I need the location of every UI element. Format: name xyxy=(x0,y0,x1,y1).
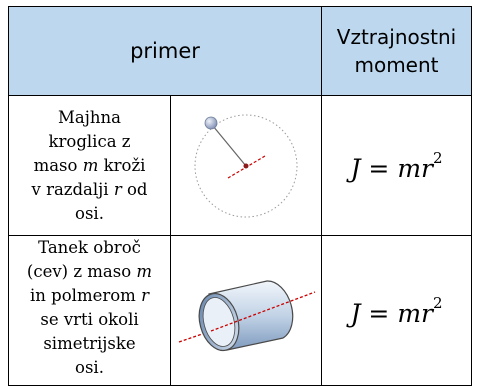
formula-radius: r xyxy=(421,298,433,328)
formula-equals: = xyxy=(360,153,398,183)
header-example-label: primer xyxy=(130,39,200,63)
description-line: in polmerom r xyxy=(9,284,170,308)
moment-of-inertia-table: primer Vztrajnostni moment Majhna krogli… xyxy=(8,6,472,386)
text-part: in polmerom xyxy=(30,286,142,305)
formula-mass: m xyxy=(397,153,422,183)
hoop-tube-icon xyxy=(178,280,316,352)
description-line: (cev) z maso m xyxy=(9,260,170,284)
header-example: primer xyxy=(8,6,322,96)
ball xyxy=(204,116,218,130)
illustration-cell xyxy=(170,235,322,386)
table-row: Majhna kroglica z maso m kroži v razdalj… xyxy=(8,95,472,236)
description-line: se vrti okoli xyxy=(40,310,139,329)
description-line: osi. xyxy=(75,358,104,377)
orbit-circle xyxy=(194,114,298,218)
text-part: kroži xyxy=(98,155,146,175)
formula-radius: r xyxy=(421,153,433,183)
formula-equals: = xyxy=(360,298,398,328)
formula-lhs: J xyxy=(350,298,361,328)
text-part: (cev) z maso xyxy=(26,262,137,281)
header-moment-line2: moment xyxy=(354,53,439,77)
table-row: Tanek obroč (cev) z maso m in polmerom r… xyxy=(8,235,472,386)
text-part: v razdalji xyxy=(31,179,114,199)
header-moment-line1: Vztrajnostni xyxy=(336,25,457,49)
formula-exponent: 2 xyxy=(433,293,443,312)
ball-orbit-icon xyxy=(194,114,298,218)
description-line: v razdalji r od xyxy=(9,178,170,202)
formula-lhs: J xyxy=(350,153,361,183)
formula-mass: m xyxy=(397,298,422,328)
illustration-cell xyxy=(170,95,322,236)
formula-exponent: 2 xyxy=(433,148,443,167)
description-line: kroglica z xyxy=(48,131,131,151)
symbol-m: m xyxy=(136,262,153,281)
center-point xyxy=(243,163,249,169)
formula-cell: J = mr2 xyxy=(321,235,472,386)
rotation-axis xyxy=(210,291,316,332)
text-part: maso xyxy=(33,155,83,175)
tube-inner-wall xyxy=(202,297,236,347)
description-cell: Majhna kroglica z maso m kroži v razdalj… xyxy=(8,95,171,236)
symbol-r: r xyxy=(113,179,122,199)
description-line: simetrijske xyxy=(43,334,136,353)
header-row: primer Vztrajnostni moment xyxy=(8,6,472,96)
axis-left xyxy=(178,330,212,343)
string-line xyxy=(212,125,247,167)
description-line: Majhna xyxy=(58,107,121,127)
formula-cell: J = mr2 xyxy=(321,95,472,236)
description-line: osi. xyxy=(75,203,104,223)
header-moment: Vztrajnostni moment xyxy=(321,6,472,96)
description-cell: Tanek obroč (cev) z maso m in polmerom r… xyxy=(8,235,171,386)
description-line: maso m kroži xyxy=(9,154,170,178)
text-part: od xyxy=(121,179,148,199)
symbol-m: m xyxy=(82,155,99,175)
symbol-r: r xyxy=(141,286,149,305)
description-line: Tanek obroč xyxy=(38,238,141,257)
